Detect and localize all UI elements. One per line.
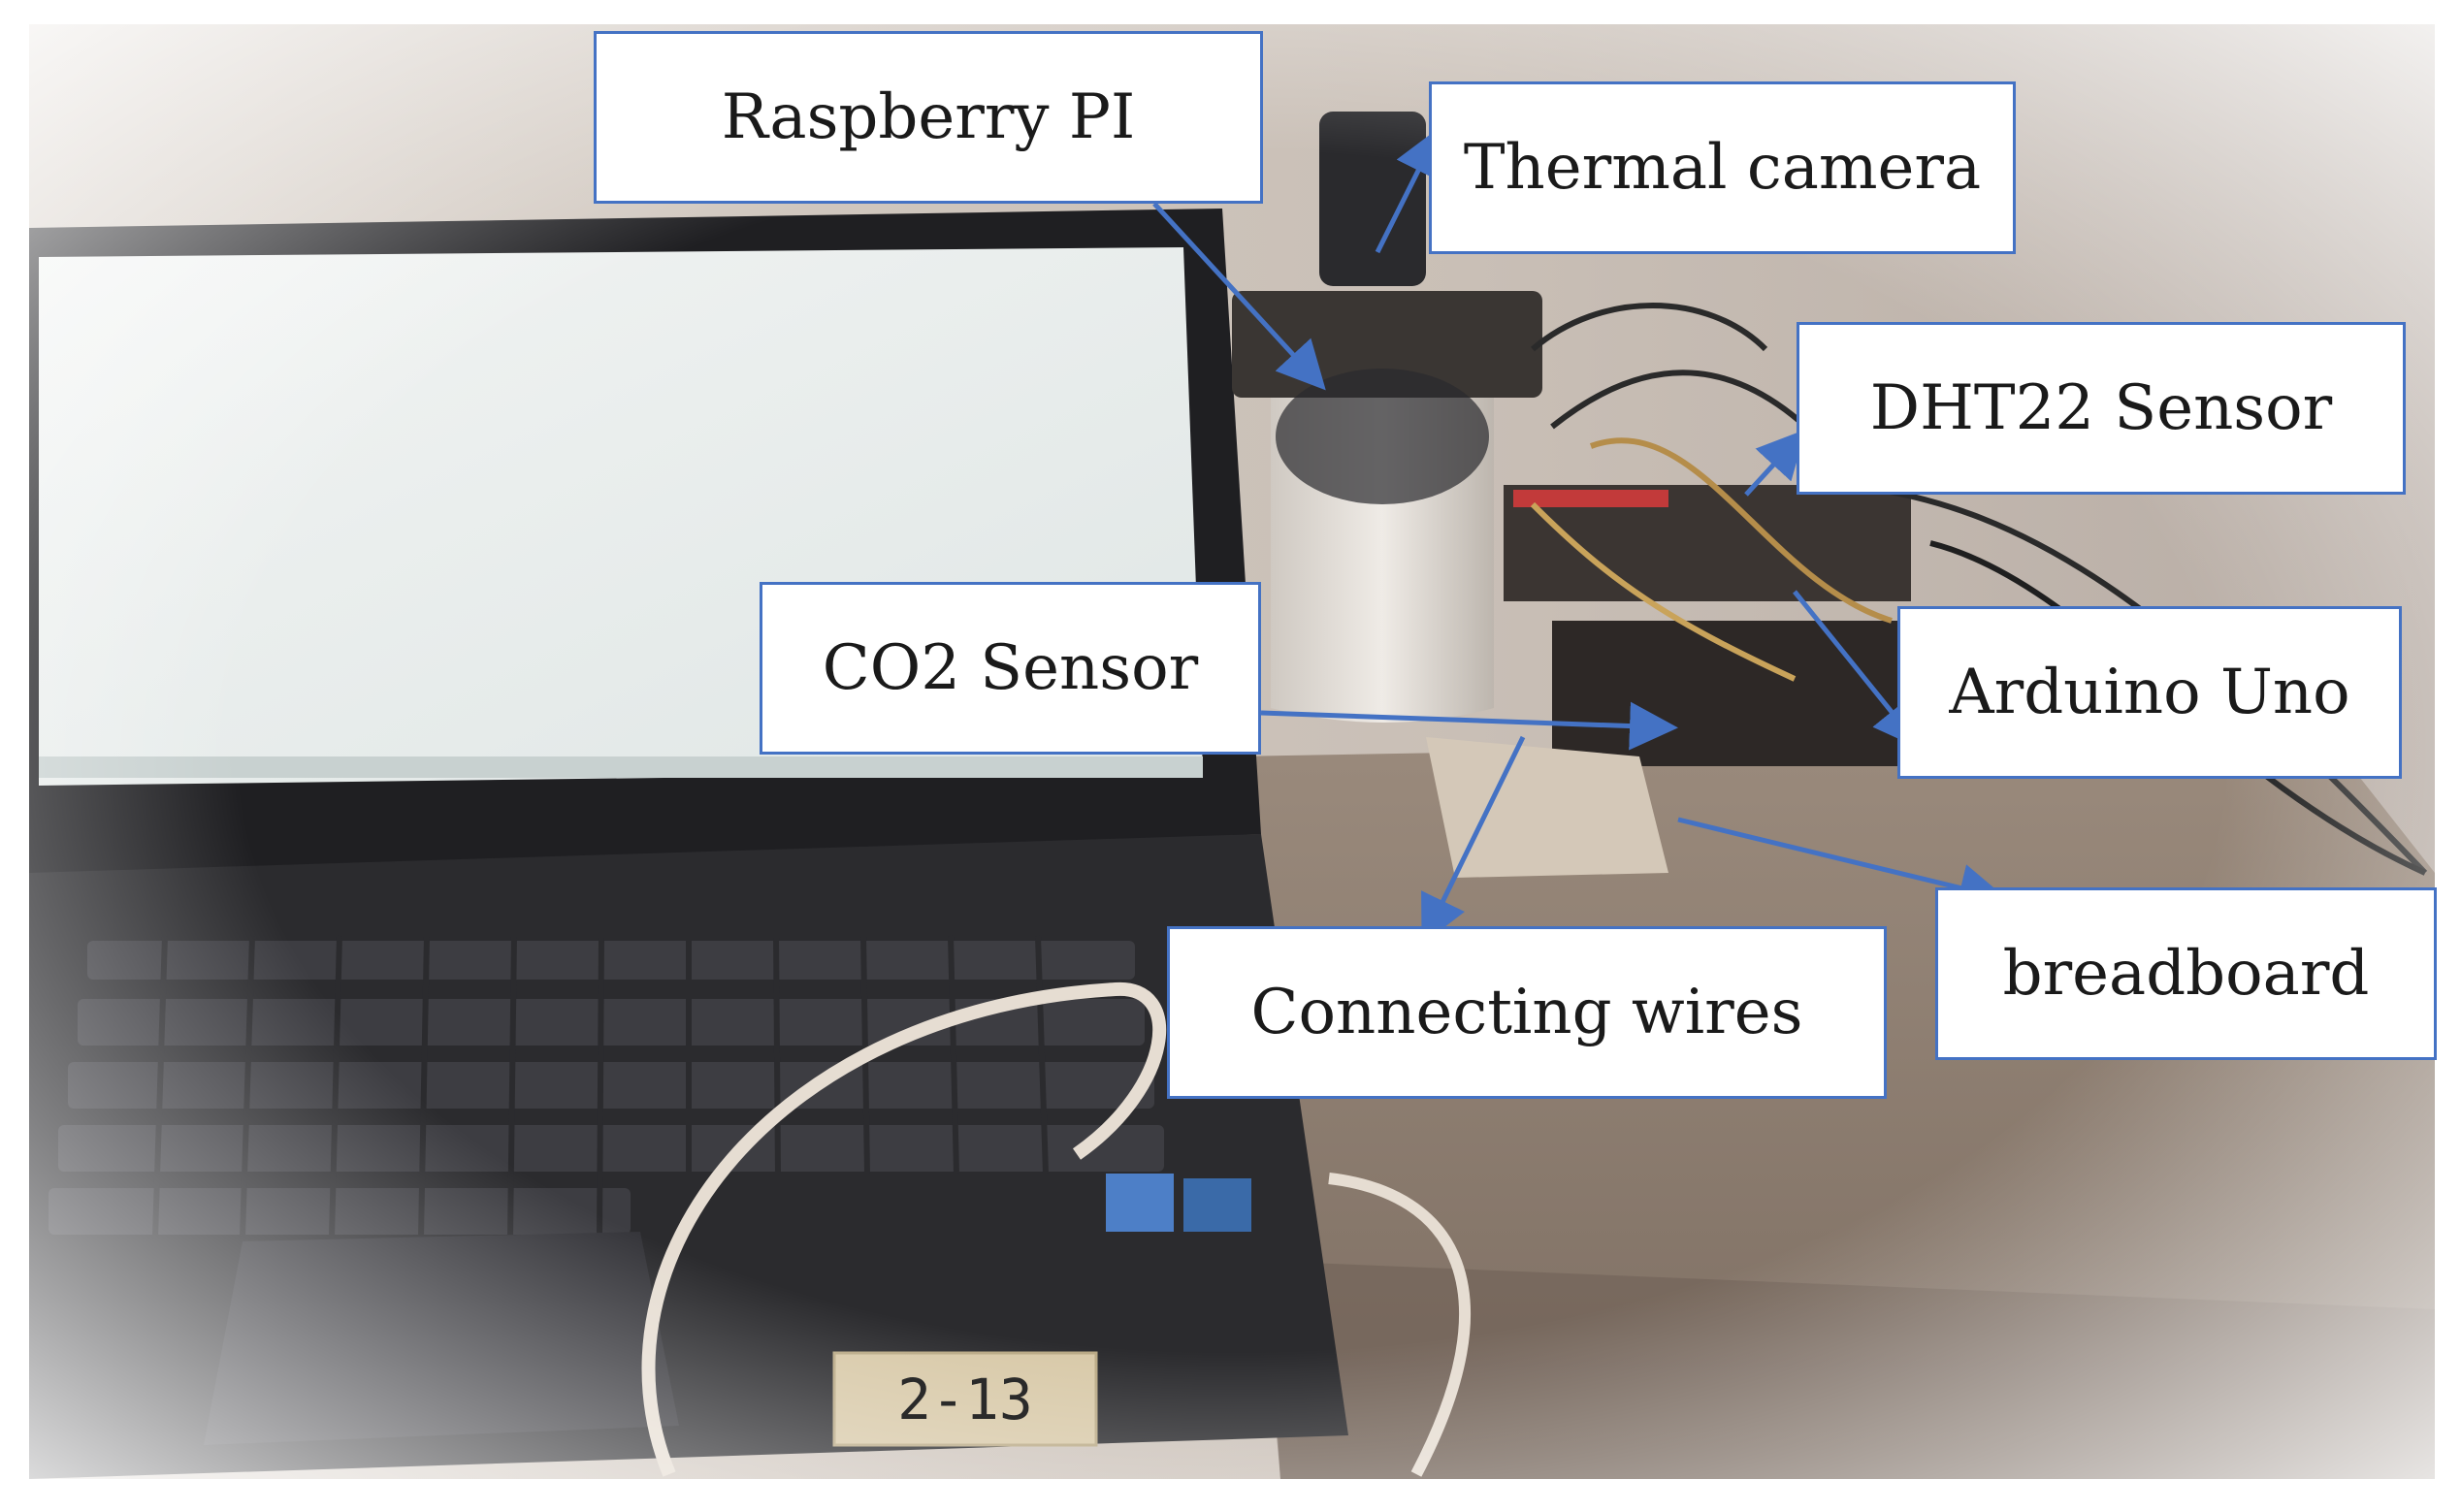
callout-label: Raspberry PI — [721, 81, 1136, 153]
arrow-thermal-camera — [1375, 127, 1441, 254]
arrow-co2 — [1260, 701, 1678, 751]
callout-label: Arduino Uno — [1949, 657, 2350, 728]
arrow-dht22 — [1744, 429, 1806, 497]
callout-label: breadboard — [2002, 938, 2370, 1010]
callout-raspberry-pi: Raspberry PI — [594, 31, 1263, 204]
callout-label: Thermal camera — [1463, 132, 1982, 204]
arrow-arduino — [1793, 590, 1923, 750]
callout-dht22-sensor: DHT22 Sensor — [1797, 322, 2406, 495]
callout-label: DHT22 Sensor — [1869, 372, 2333, 444]
callout-label: Connecting wires — [1250, 977, 1803, 1048]
leader-arrows — [1152, 127, 2008, 945]
callout-co2-sensor: CO2 Sensor — [760, 582, 1261, 755]
callout-connecting-wires: Connecting wires — [1167, 926, 1887, 1099]
sticker-label: 2-13 — [897, 1367, 1033, 1432]
callout-breadboard: breadboard — [1935, 887, 2437, 1060]
arrow-wires — [1421, 735, 1526, 945]
arrow-raspberry-pi — [1152, 202, 1326, 391]
callout-thermal-camera: Thermal camera — [1429, 81, 2016, 254]
asset-sticker-text: 2-13 — [897, 1367, 1033, 1432]
callout-label: CO2 Sensor — [822, 632, 1199, 704]
callout-arduino-uno: Arduino Uno — [1897, 606, 2402, 779]
arrow-breadboard — [1677, 817, 2008, 912]
